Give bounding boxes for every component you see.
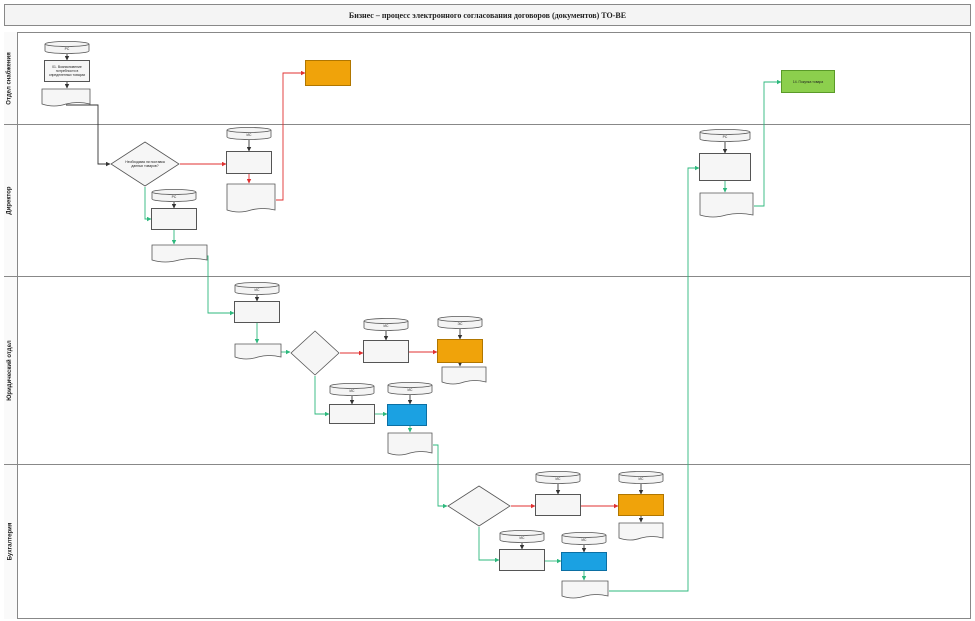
lane-divider (4, 276, 971, 277)
connector-yes (609, 165, 700, 592)
database-cylinder: ИС (499, 530, 545, 543)
connector-yes (754, 79, 782, 207)
database-cylinder: ИС (535, 471, 581, 484)
diagram-title: Бизнес – процесс электронного согласован… (4, 4, 971, 26)
decision-legal-check (290, 330, 340, 376)
document-03-refusal-memo (226, 183, 276, 215)
step-09-form-refusal (437, 339, 483, 363)
database-cylinder: ЭС (437, 316, 483, 329)
lane-label-director: Директор (4, 124, 18, 276)
document-04-contract-draft (234, 343, 282, 361)
connector-yes (314, 376, 330, 417)
diagram-title-text: Бизнес – процесс электронного согласован… (348, 10, 627, 20)
decision-goods-needed: Необходима ли поставка данных товаров? (110, 141, 180, 187)
lane-divider (4, 124, 971, 125)
step-03-confirm-decision (226, 151, 272, 174)
step-07-confirm-decision (363, 340, 409, 363)
database-cylinder: РС (44, 41, 90, 54)
step-02-confirm-decision (151, 208, 197, 230)
step-10-form-positive-response (561, 552, 607, 571)
connector-yes (144, 187, 152, 222)
lane-label-accounting: Бухгалтерия (4, 464, 18, 619)
step-12-form-refusal (618, 494, 664, 516)
database-cylinder: ИС (226, 127, 272, 140)
step-04-create-contract-draft (234, 301, 280, 323)
document-02-confirmation (151, 244, 208, 264)
database-cylinder: ИС (234, 282, 280, 295)
step-15-receive-refusal (305, 60, 351, 86)
lane-label-legal: Юридический отдел (4, 276, 18, 464)
step-14-purchase-goods: 14. Покупка товара (781, 70, 835, 93)
step-form-positive-response (387, 404, 427, 426)
lane-divider (4, 464, 971, 465)
database-cylinder: РС (151, 189, 197, 202)
decision-funds-check (447, 485, 511, 527)
connector (66, 104, 111, 167)
step-01-need-for-goods: 01. Возникновение потребности в определе… (44, 60, 90, 82)
database-cylinder: ИС (387, 382, 433, 395)
step-05-accounting-confirm (499, 549, 545, 571)
document-05-accounting-approval-sheet (561, 580, 609, 600)
connector-yes (433, 444, 448, 509)
database-cylinder: ИС (618, 471, 664, 484)
database-cylinder: РС (699, 129, 751, 142)
connector-no (276, 70, 306, 201)
database-cylinder: ИС (363, 318, 409, 331)
document-07-signed-contract (699, 192, 754, 220)
document-01-list-of-goods (41, 88, 91, 108)
connector-yes (478, 527, 500, 563)
connector-yes (198, 255, 235, 316)
database-cylinder: ИС (329, 383, 375, 396)
lane-label-sales: Отдел снабжения (4, 32, 18, 124)
document-06-accounting-conclusion (618, 522, 664, 542)
step-05-confirm-decision (329, 404, 375, 424)
step-11-confirm-decision (535, 494, 581, 516)
document-08-legal-conclusion (441, 366, 487, 386)
document-09-legal-approval-sheet (387, 432, 433, 458)
step-13-sign-contract (699, 153, 751, 181)
database-cylinder: ИС (561, 532, 607, 545)
